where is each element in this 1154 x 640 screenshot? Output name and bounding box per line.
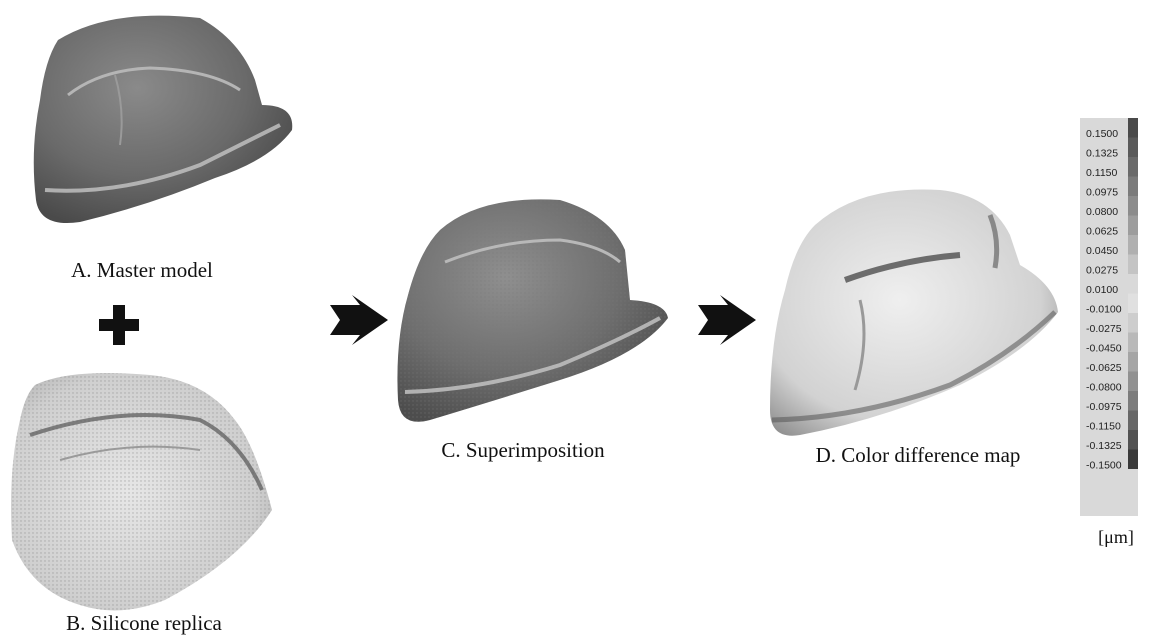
color-scale-swatch xyxy=(1128,450,1138,470)
color-scale-tick-label: -0.1150 xyxy=(1086,421,1121,433)
color-scale-tick-label: 0.0975 xyxy=(1086,187,1118,199)
right-arrow-icon xyxy=(330,295,388,345)
color-scale-tick-label: 0.1500 xyxy=(1086,128,1118,140)
plus-icon xyxy=(99,305,139,345)
color-scale-swatch xyxy=(1128,391,1138,411)
color-scale-tick-label: -0.0800 xyxy=(1086,382,1122,394)
color-scale-tick-label: 0.0800 xyxy=(1086,206,1118,218)
silicone-replica-image xyxy=(11,373,272,610)
color-scale-tick-label: 0.1325 xyxy=(1086,148,1118,160)
caption-master-model: A. Master model xyxy=(71,258,213,282)
color-scale-swatch xyxy=(1128,196,1138,216)
color-scale-swatch xyxy=(1128,313,1138,333)
color-scale-swatch xyxy=(1128,352,1138,372)
color-scale-swatch xyxy=(1128,216,1138,236)
color-scale-tick-label: -0.0275 xyxy=(1086,323,1122,335)
color-scale-tick-label: -0.0975 xyxy=(1086,401,1122,413)
color-scale-swatch xyxy=(1128,177,1138,197)
color-scale-swatch xyxy=(1128,138,1138,158)
color-difference-map-image xyxy=(770,189,1058,435)
color-scale-swatch xyxy=(1128,430,1138,450)
color-scale-swatch xyxy=(1128,411,1138,431)
right-arrow-icon xyxy=(698,295,756,345)
color-scale-tick-label: 0.0450 xyxy=(1086,245,1118,257)
color-scale-tick-label: 0.0275 xyxy=(1086,265,1118,277)
color-scale-swatch xyxy=(1128,372,1138,392)
color-scale-swatch xyxy=(1128,255,1138,275)
color-scale-unit: [μm] xyxy=(1098,527,1134,547)
color-scale-tick-label: 0.1150 xyxy=(1086,167,1117,179)
color-scale-swatch xyxy=(1128,333,1138,353)
color-scale-swatch xyxy=(1128,274,1138,294)
color-scale: 0.1500 0.1325 0.1150 0.0975 0.0800 0.0625 0.04… xyxy=(1080,118,1138,516)
master-model-image xyxy=(34,16,293,223)
caption-silicone-replica: B. Silicone replica xyxy=(66,611,222,635)
color-scale-tick-label: -0.1325 xyxy=(1086,440,1122,452)
color-scale-tick-label: -0.0450 xyxy=(1086,343,1122,355)
color-scale-tick-label: 0.0625 xyxy=(1086,226,1118,238)
color-scale-tick-label: -0.0625 xyxy=(1086,362,1122,374)
color-scale-swatch xyxy=(1128,118,1138,138)
color-scale-tick-label: -0.0100 xyxy=(1086,304,1122,316)
caption-color-map: D. Color difference map xyxy=(816,443,1021,467)
color-scale-swatch xyxy=(1128,157,1138,177)
color-scale-swatch xyxy=(1128,235,1138,255)
superimposition-image xyxy=(397,199,668,421)
color-scale-tick-label: 0.0100 xyxy=(1086,284,1118,296)
color-scale-swatch xyxy=(1128,294,1138,314)
color-scale-tick-label: -0.1500 xyxy=(1086,460,1122,472)
caption-superimposition: C. Superimposition xyxy=(441,438,605,462)
